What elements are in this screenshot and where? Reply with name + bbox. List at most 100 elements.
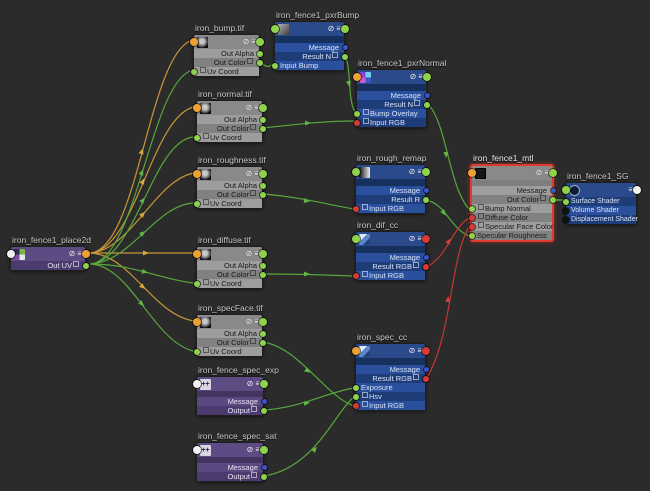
menu-icon[interactable]: ≡ [251,37,256,46]
menu-icon[interactable]: ≡ [255,445,260,454]
port-dot-message[interactable] [424,93,430,98]
port-dot-out-color[interactable] [259,271,266,278]
port-dot-uv-coord[interactable] [193,348,200,355]
header-port-dot[interactable] [421,168,430,176]
port-row-out-color[interactable]: Out Color [197,190,266,199]
port-dot-output[interactable] [260,473,267,480]
node-header[interactable]: ⊘ ≡ [192,101,267,115]
port-dot-hsv[interactable] [352,393,359,400]
expand-box[interactable] [363,109,369,115]
header-port-dot[interactable] [192,380,201,388]
port-row-result-n[interactable]: Result N [275,52,348,61]
edge-specsat-speccc[interactable] [263,396,355,477]
expand-box[interactable] [362,271,368,277]
port-row-out-color[interactable]: Out Color [472,195,556,204]
port-row-out-alpha[interactable]: Out Alpha [197,261,266,270]
expand-box[interactable] [250,270,256,276]
port-dot-exposure[interactable] [352,384,359,391]
menu-icon[interactable]: ≡ [544,168,549,177]
port-row-out-color[interactable]: Out Color [194,58,263,67]
port-dot-volume-shader[interactable] [562,207,569,214]
port-dot-uv-coord[interactable] [193,200,200,207]
port-row-out-alpha[interactable]: Out Alpha [197,329,266,338]
port-dot-out-color[interactable] [549,196,556,203]
port-row-input-rgb[interactable]: Input RGB [353,118,426,127]
port-row-message[interactable]: Message [197,397,267,406]
port-row-result-r[interactable]: Result R [356,195,429,204]
node-header[interactable]: ⊘ ≡ [351,232,430,246]
expand-box[interactable] [478,213,484,219]
port-dot-out-color[interactable] [256,59,263,66]
port-dot-out-color[interactable] [259,125,266,132]
swatch-icon[interactable]: ⊘ [245,169,253,178]
node-header[interactable]: ++ ⊘ ≡ [192,443,268,457]
node-iron-fence1-place2d[interactable]: iron_fence1_place2d ⊘ ≡ Out UV [6,235,91,271]
port-dot-uv-coord[interactable] [193,134,200,141]
menu-icon[interactable]: ≡ [254,249,259,258]
port-row-out-alpha[interactable]: Out Alpha [194,49,263,58]
expand-box[interactable] [363,118,369,124]
port-row-uv-coord[interactable]: Uv Coord [193,199,262,208]
port-dot-input-rgb[interactable] [352,402,359,409]
port-dot-out-color[interactable] [259,191,266,198]
node-header[interactable]: ⊘ ≡ [192,247,267,261]
swatch-icon[interactable]: ⊘ [68,249,76,258]
expand-box[interactable] [203,279,209,285]
node-iron-diffuse-tif[interactable]: iron_diffuse.tif ⊘ ≡ Out Alpha Out Color… [192,235,267,289]
node-header[interactable]: ⊘ ≡ [351,344,430,358]
header-port-dot[interactable] [270,25,279,33]
menu-icon[interactable]: ≡ [417,346,422,355]
port-dot-bump-normal[interactable] [468,205,475,212]
expand-box[interactable] [251,406,257,412]
port-dot-result-rgb[interactable] [422,263,429,270]
header-port-dot[interactable] [421,235,430,243]
expand-box[interactable] [203,199,209,205]
port-dot-out-alpha[interactable] [256,50,263,57]
port-dot-result-r[interactable] [422,196,429,203]
port-row-uv-coord[interactable]: Uv Coord [190,67,259,76]
header-port-dot[interactable] [81,250,90,258]
header-port-dot[interactable] [192,318,201,326]
port-row-surface-shader[interactable]: Surface Shader [562,197,636,206]
header-port-dot[interactable] [351,168,360,176]
edge-specface-speccc[interactable] [262,341,355,407]
port-dot-result-n[interactable] [423,101,430,108]
port-dot-out-uv[interactable] [82,262,89,269]
node-header[interactable]: ++ ⊘ ≡ [192,377,268,391]
node-header[interactable]: ⊘ ≡ [192,315,267,329]
node-iron-fence1-mtl[interactable]: iron_fence1_mtl ⊘ ≡ Message Out Color Bu… [467,153,557,242]
header-port-dot[interactable] [421,347,430,355]
port-row-uv-coord[interactable]: Uv Coord [193,279,262,288]
port-dot-message[interactable] [261,399,267,404]
node-header[interactable]: ⊘ ≡ [189,35,264,49]
menu-icon[interactable]: ≡ [417,234,422,243]
header-port-dot[interactable] [258,170,267,178]
port-row-out-alpha[interactable]: Out Alpha [197,115,266,124]
header-port-dot[interactable] [548,169,557,177]
port-dot-message[interactable] [423,367,429,372]
header-port-dot[interactable] [422,73,431,81]
port-dot-out-alpha[interactable] [259,262,266,269]
node-header[interactable]: ≡ [561,183,641,197]
header-port-dot[interactable] [258,318,267,326]
node-header[interactable]: ⊘ ≡ [270,22,349,36]
port-dot-uv-coord[interactable] [190,68,197,75]
swatch-icon[interactable]: ⊘ [408,346,416,355]
expand-box[interactable] [251,472,257,478]
port-row-out-color[interactable]: Out Color [197,124,266,133]
port-row-out-uv[interactable]: Out UV [11,261,89,270]
edge-roughness-remap[interactable] [262,193,355,210]
expand-box[interactable] [203,133,209,139]
port-row-output[interactable]: Output [197,472,267,481]
header-port-dot[interactable] [192,104,201,112]
swatch-icon[interactable]: ⊘ [409,72,417,81]
header-port-dot[interactable] [259,446,268,454]
port-row-message[interactable]: Message [356,186,429,195]
expand-box[interactable] [478,222,484,228]
port-dot-bump-overlay[interactable] [353,110,360,117]
swatch-icon[interactable]: ⊘ [535,168,543,177]
menu-icon[interactable]: ≡ [77,249,82,258]
menu-icon[interactable]: ≡ [418,72,423,81]
port-dot-message[interactable] [550,188,556,193]
